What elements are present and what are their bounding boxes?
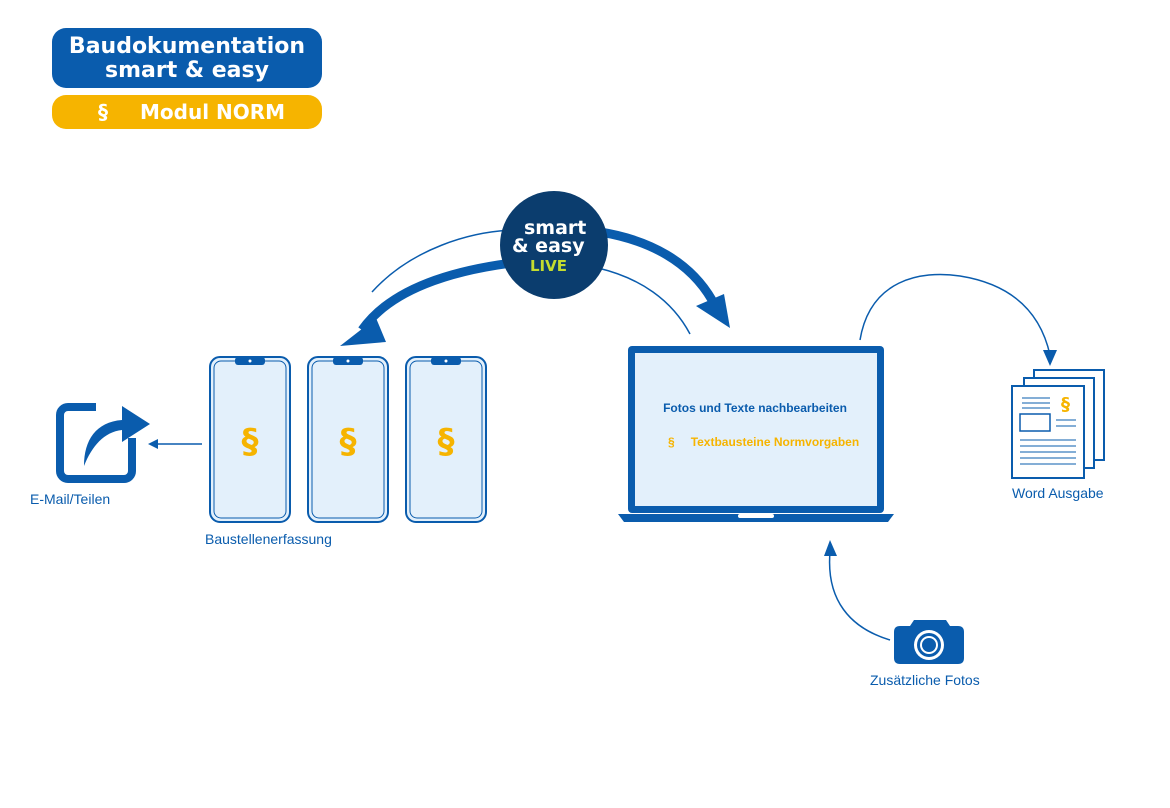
thin-arc-left — [371, 229, 521, 293]
sync-arrow-to-phones — [358, 257, 521, 333]
sync-arrow-to-laptop — [599, 227, 716, 303]
product-title-line1: Baudokumentation — [68, 34, 306, 59]
phone-2 — [307, 356, 389, 523]
sync-arrow-to-phones-head — [340, 318, 386, 346]
phone-1 — [209, 356, 291, 523]
phone-2-paragraph-icon: § — [339, 422, 357, 462]
phones-label: Baustellenerfassung — [205, 531, 332, 547]
arrow-from-camera — [828, 551, 891, 641]
thin-arc-right — [597, 267, 691, 335]
paragraph-icon: § — [98, 100, 108, 124]
laptop-screen-title: Fotos und Texte nachbearbeiten — [663, 401, 847, 415]
arrow-to-word-head — [1043, 350, 1057, 366]
word-output-label: Word Ausgabe — [1012, 485, 1104, 501]
circle-line3: LIVE — [530, 257, 567, 275]
camera-label: Zusätzliche Fotos — [870, 672, 980, 688]
share-arrow-icon — [56, 396, 150, 483]
camera-icon — [894, 620, 964, 664]
module-badge: § Modul NORM — [52, 95, 322, 129]
document-stack-icon — [1011, 369, 1105, 479]
arrow-to-word — [859, 273, 1051, 356]
module-label: Modul NORM — [140, 100, 286, 124]
document-paragraph-icon: § — [1061, 394, 1070, 415]
phone-3 — [405, 356, 487, 523]
product-title-line2: smart & easy — [105, 58, 269, 83]
product-title-badge: Baudokumentation smart & easy — [52, 28, 322, 88]
phone-1-paragraph-icon: § — [241, 422, 259, 462]
circle-line1: smart — [524, 217, 587, 239]
phone-3-paragraph-icon: § — [437, 422, 455, 462]
sync-arrow-to-laptop-head — [696, 294, 730, 328]
circle-line2: & easy — [512, 235, 585, 257]
laptop-icon — [618, 346, 894, 522]
laptop-paragraph-icon: § — [668, 435, 675, 449]
smart-easy-live-label: smart & easy LIVE — [500, 188, 610, 298]
laptop-subtitle-text: Textbausteine Normvorgaben — [690, 435, 860, 449]
smart-easy-live-circle — [500, 191, 608, 299]
laptop-screen-subtitle: § Textbausteine Normvorgaben — [668, 435, 859, 449]
share-label: E-Mail/Teilen — [30, 491, 111, 507]
arrow-from-camera-head — [824, 540, 837, 556]
